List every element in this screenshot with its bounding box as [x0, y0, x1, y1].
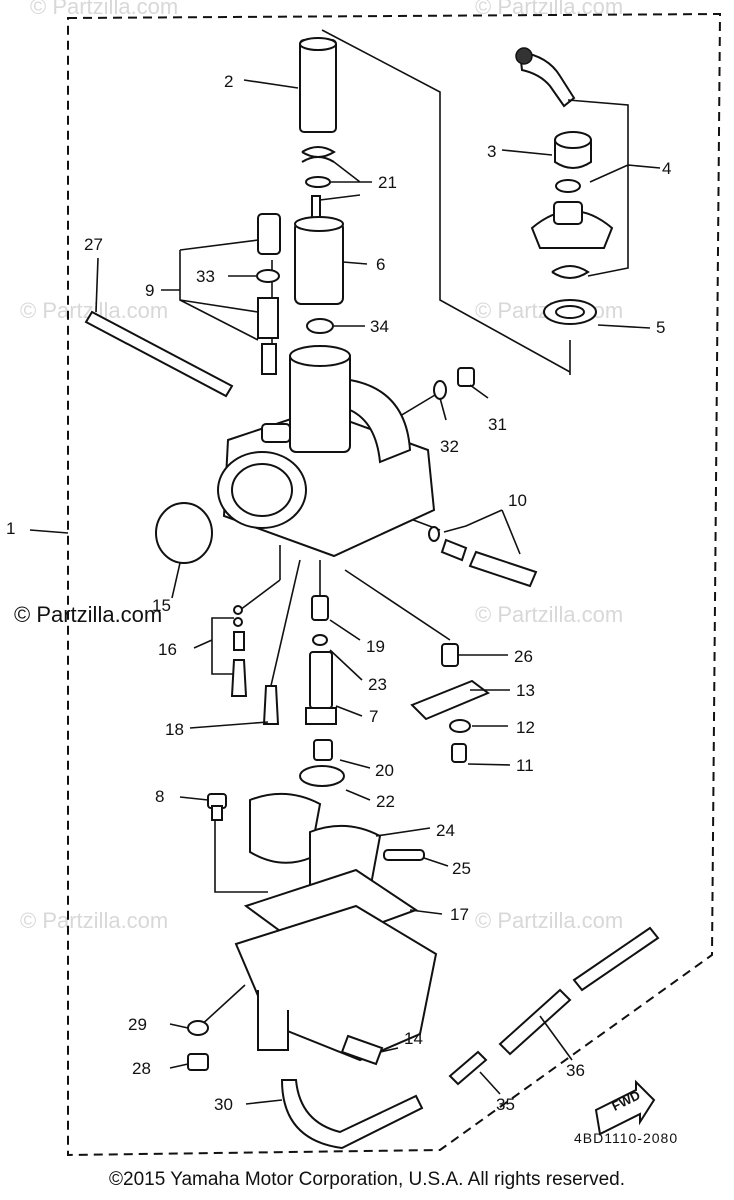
callout-17: 17 [450, 905, 469, 924]
callout-31: 31 [488, 415, 507, 434]
watermark: © Partzilla.com [20, 908, 168, 933]
callout-18: 18 [165, 720, 184, 739]
callout-3: 3 [487, 142, 496, 161]
air-screw-part [468, 550, 538, 588]
overflow-hose-part [84, 310, 234, 398]
callout-22: 22 [376, 792, 395, 811]
callout-36: 36 [566, 1061, 585, 1080]
watermark: © Partzilla.com [475, 0, 623, 19]
callout-14: 14 [404, 1029, 423, 1048]
callout-12: 12 [516, 718, 535, 737]
callout-8: 8 [155, 787, 164, 806]
callout-27: 27 [84, 235, 103, 254]
partzilla-watermark: © Partzilla.com [14, 602, 163, 627]
hose-part [498, 988, 572, 1056]
callout-10: 10 [508, 491, 527, 510]
callout-30: 30 [214, 1095, 233, 1114]
callout-28: 28 [132, 1059, 151, 1078]
leader-lines [29, 79, 661, 1105]
callout-4: 4 [662, 159, 671, 178]
callout-19: 19 [366, 637, 385, 656]
callout-5: 5 [656, 318, 665, 337]
callout-13: 13 [516, 681, 535, 700]
callout-32: 32 [440, 437, 459, 456]
callout-2: 2 [224, 72, 233, 91]
callout-15: 15 [152, 596, 171, 615]
callout-labels: 1 2 3 4 5 6 7 8 9 10 11 12 13 14 15 16 1… [6, 72, 671, 1114]
watermark: © Partzilla.com [30, 0, 178, 19]
diagram-code: 4BD1110-2080 [574, 1130, 678, 1146]
fwd-arrow-icon [594, 1079, 656, 1136]
callout-9: 9 [145, 281, 154, 300]
callout-33: 33 [196, 267, 215, 286]
callout-20: 20 [375, 761, 394, 780]
callout-16: 16 [158, 640, 177, 659]
assembly-boundary [67, 12, 722, 1157]
callout-25: 25 [452, 859, 471, 878]
callout-23: 23 [368, 675, 387, 694]
parts [84, 37, 660, 1150]
needle-jet-part [309, 651, 333, 709]
throttle-valve-part [294, 221, 344, 305]
cable-tube-part [299, 39, 337, 133]
callout-7: 7 [369, 707, 378, 726]
copyright-notice: ©2015 Yamaha Motor Corporation, U.S.A. A… [109, 1169, 625, 1190]
callout-21: 21 [378, 173, 397, 192]
callout-29: 29 [128, 1015, 147, 1034]
callout-11: 11 [516, 756, 534, 775]
callout-6: 6 [376, 255, 385, 274]
starter-plunger-part [257, 213, 281, 255]
watermark: © Partzilla.com [475, 602, 623, 627]
callout-26: 26 [514, 647, 533, 666]
callout-34: 34 [370, 317, 389, 336]
watermark: © Partzilla.com [475, 908, 623, 933]
callout-1: 1 [6, 519, 15, 538]
gasket-part [155, 502, 213, 564]
callout-35: 35 [496, 1095, 515, 1114]
cap-part [554, 131, 592, 149]
drain-hose-part [280, 1079, 424, 1150]
callout-24: 24 [436, 821, 455, 840]
